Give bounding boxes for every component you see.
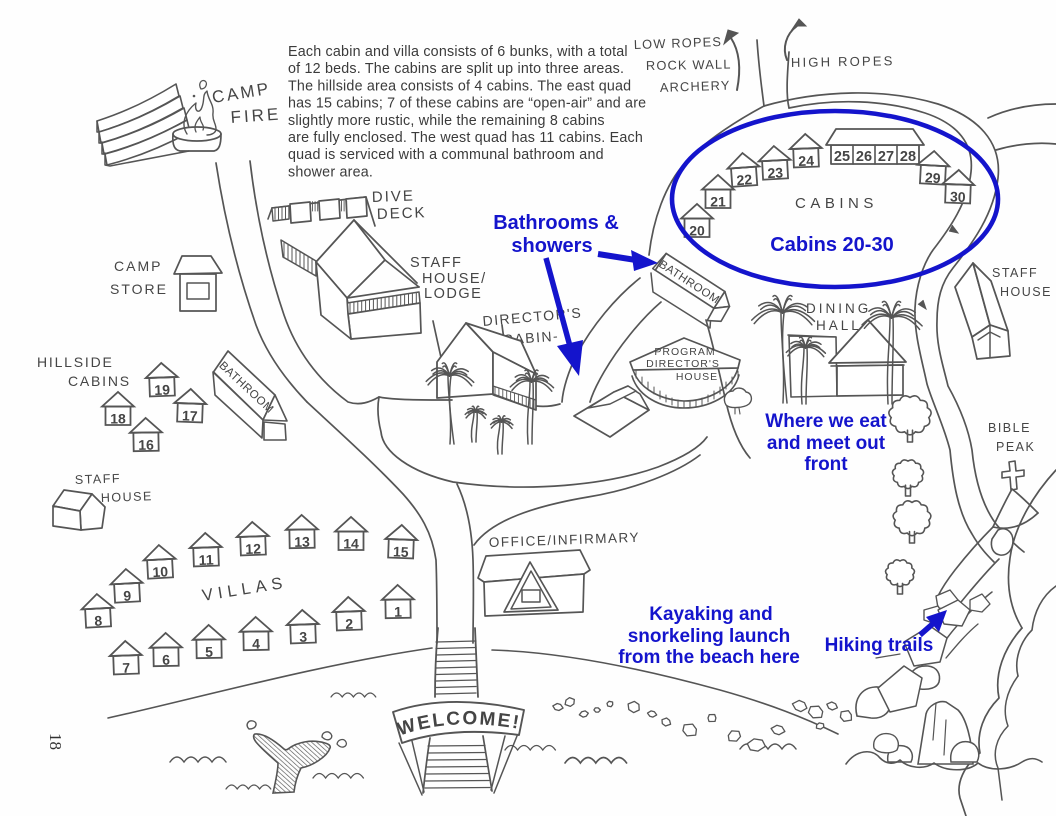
svg-text:28: 28 [900, 149, 916, 165]
svg-text:16: 16 [138, 437, 154, 453]
svg-text:LODGE: LODGE [424, 286, 482, 302]
svg-text:snorkeling launch: snorkeling launch [628, 626, 791, 647]
svg-text:DINING: DINING [806, 301, 871, 316]
svg-text:HOUSE: HOUSE [676, 371, 718, 383]
svg-text:STAFF: STAFF [75, 471, 122, 487]
svg-text:Bathrooms &: Bathrooms & [493, 212, 619, 234]
svg-text:DECK: DECK [377, 204, 427, 223]
svg-text:FIRE: FIRE [230, 104, 282, 126]
svg-text:2: 2 [345, 616, 354, 632]
svg-text:7: 7 [122, 660, 131, 676]
svg-text:13: 13 [294, 534, 310, 550]
svg-text:OFFICE/INFIRMARY: OFFICE/INFIRMARY [489, 530, 641, 550]
svg-text:CAMP: CAMP [114, 258, 162, 274]
svg-text:25: 25 [834, 149, 850, 165]
svg-text:LOW ROPES: LOW ROPES [634, 34, 723, 52]
svg-text:26: 26 [856, 149, 872, 165]
svg-text:HOUSE/: HOUSE/ [422, 271, 487, 287]
svg-text:27: 27 [878, 149, 894, 165]
svg-text:showers: showers [511, 235, 592, 257]
svg-text:22: 22 [736, 171, 753, 188]
svg-text:29: 29 [925, 169, 942, 186]
svg-text:ARCHERY: ARCHERY [660, 78, 731, 95]
svg-text:3: 3 [299, 629, 308, 645]
svg-text:CABINS: CABINS [68, 373, 131, 389]
svg-text:CABINS: CABINS [795, 195, 878, 212]
svg-text:HOUSE: HOUSE [1000, 285, 1052, 299]
svg-text:quad is serviced with a commun: quad is serviced with a communal bathroo… [288, 147, 604, 163]
svg-text:HIGH ROPES: HIGH ROPES [791, 53, 895, 70]
svg-text:STAFF: STAFF [992, 266, 1038, 280]
svg-text:are fully enclosed. The west q: are fully enclosed. The west quad has 11… [288, 130, 643, 146]
svg-text:slightly more rustic, while th: slightly more rustic, while the remainin… [288, 113, 605, 129]
svg-text:18: 18 [46, 733, 65, 750]
svg-text:ROCK WALL: ROCK WALL [646, 57, 732, 73]
svg-text:19: 19 [154, 381, 170, 398]
svg-text:9: 9 [123, 587, 132, 603]
svg-text:12: 12 [245, 540, 261, 557]
svg-text:17: 17 [182, 407, 198, 424]
svg-text:11: 11 [198, 551, 214, 568]
svg-text:STORE: STORE [110, 281, 168, 297]
svg-text:30: 30 [950, 188, 966, 205]
svg-text:5: 5 [205, 644, 213, 660]
svg-text:DIVE: DIVE [372, 188, 416, 206]
svg-text:has 15 cabins; 7 of these cabi: has 15 cabins; 7 of these cabins are “op… [288, 96, 646, 112]
svg-text:21: 21 [710, 194, 726, 210]
svg-text:Cabins 20-30: Cabins 20-30 [770, 234, 893, 256]
svg-text:24: 24 [798, 152, 814, 169]
svg-text:BIBLE: BIBLE [988, 421, 1031, 435]
svg-text:1: 1 [394, 604, 402, 620]
svg-text:Kayaking and: Kayaking and [649, 604, 773, 625]
svg-text:DIRECTOR'S: DIRECTOR'S [646, 358, 720, 370]
svg-text:PEAK: PEAK [996, 440, 1035, 454]
svg-text:PROGRAM: PROGRAM [654, 346, 715, 358]
svg-text:20: 20 [689, 223, 705, 239]
svg-text:and meet out: and meet out [767, 433, 886, 454]
svg-text:from the beach here: from the beach here [618, 647, 800, 668]
svg-text:front: front [804, 454, 848, 475]
svg-text:Where we eat: Where we eat [765, 411, 887, 432]
svg-text:HALL: HALL [816, 318, 862, 333]
svg-text:6: 6 [162, 652, 170, 668]
svg-text:8: 8 [94, 612, 103, 628]
svg-text:of 12 beds. The cabins are spl: of 12 beds. The cabins are split up into… [288, 61, 624, 77]
svg-text:STAFF: STAFF [410, 255, 462, 271]
svg-text:HILLSIDE: HILLSIDE [37, 354, 114, 370]
svg-text:15: 15 [393, 543, 409, 560]
svg-text:The hillside area consists of: The hillside area consists of 4 cabins. … [288, 78, 631, 94]
svg-text:4: 4 [252, 636, 260, 652]
svg-text:14: 14 [343, 536, 359, 552]
svg-text:Hiking trails: Hiking trails [825, 635, 934, 656]
svg-text:shower area.: shower area. [288, 164, 373, 180]
svg-text:10: 10 [152, 563, 169, 580]
svg-text:23: 23 [767, 164, 784, 181]
svg-text:18: 18 [110, 411, 126, 427]
svg-text:Each cabin and villa consists: Each cabin and villa consists of 6 bunks… [288, 44, 628, 60]
svg-text:HOUSE: HOUSE [101, 489, 153, 505]
